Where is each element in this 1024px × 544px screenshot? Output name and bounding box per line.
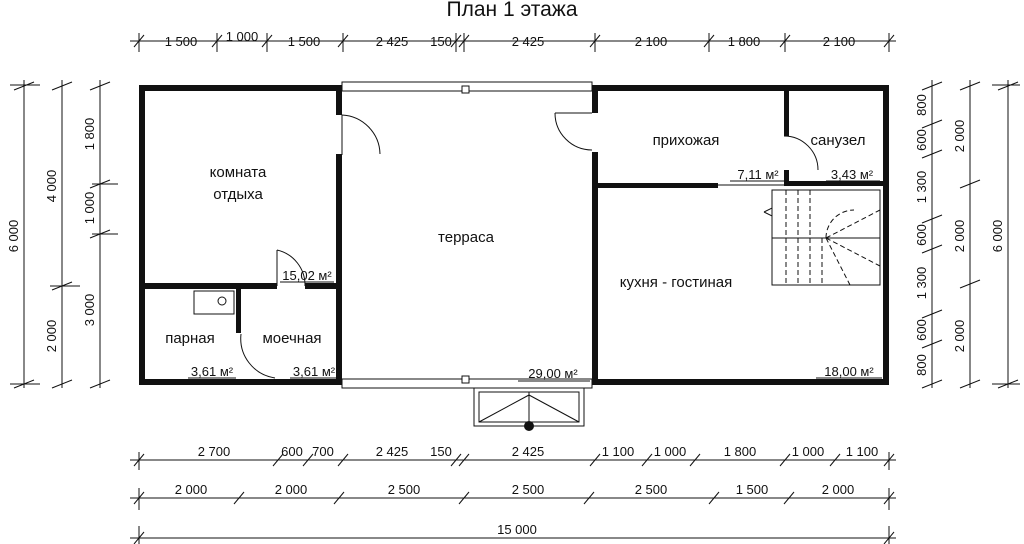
dim-bottom2-1: 2 000 [175, 482, 208, 497]
right-dimension-chains: 800 600 1 300 600 1 300 600 800 2 000 2 … [914, 80, 1020, 389]
dim-bottom2-4: 2 500 [512, 482, 545, 497]
room-label-wc: санузел [811, 132, 866, 149]
dim-right-inner-6: 600 [914, 319, 929, 341]
top-dimension-extensions [138, 33, 890, 52]
area-terrace: 29,00 м² [528, 366, 578, 381]
dim-right-mid-1: 2 000 [952, 120, 967, 153]
room-label-rest-2: отдыха [213, 186, 263, 203]
dim-top-5: 150 [430, 34, 452, 49]
area-wash: 3,61 м² [293, 364, 336, 379]
dim-right-inner-2: 600 [914, 129, 929, 151]
dim-bottom1-6: 2 425 [512, 444, 545, 459]
dim-bottom1-7: 1 100 [602, 444, 635, 459]
dim-right-inner-1: 800 [914, 94, 929, 116]
dim-bottom1-11: 1 100 [846, 444, 879, 459]
room-label-terrace: терраса [438, 229, 495, 246]
room-labels: комната отдыха парная моечная терраса пр… [165, 132, 865, 347]
dim-right-outer: 6 000 [990, 220, 1005, 253]
room-label-wash: моечная [262, 330, 321, 347]
entrance-porch [473, 387, 585, 431]
dim-bottom2-3: 2 500 [388, 482, 421, 497]
dim-left-inner-2: 1 000 [82, 192, 97, 225]
sauna-stove [193, 290, 235, 315]
room-label-steam: парная [165, 330, 215, 347]
dim-top-1: 1 500 [165, 34, 198, 49]
total-dimension: 15 000 [130, 522, 896, 544]
bottom-dimension-chain-1: 2 700 600 700 2 425 150 2 425 1 100 1 00… [130, 444, 896, 470]
room-label-rest-1: комната [210, 164, 267, 181]
dim-left-outer: 6 000 [6, 220, 21, 253]
dim-bottom1-1: 2 700 [198, 444, 231, 459]
dim-right-inner-3: 1 300 [914, 171, 929, 204]
doors [240, 112, 819, 379]
walls [139, 85, 889, 385]
dim-bottom2-6: 1 500 [736, 482, 769, 497]
dim-bottom1-9: 1 800 [724, 444, 757, 459]
room-label-hall: прихожая [653, 132, 720, 149]
dim-right-mid-2: 2 000 [952, 220, 967, 253]
area-labels: 15,02 м² 3,61 м² 3,61 м² 29,00 м² 7,11 м… [188, 167, 882, 382]
dim-left-mid-1: 4 000 [44, 170, 59, 203]
dim-bottom1-2: 600 [281, 444, 303, 459]
bottom-dimension-chain-2: 2 000 2 000 2 500 2 500 2 500 1 500 2 00… [130, 482, 896, 510]
dim-bottom2-5: 2 500 [635, 482, 668, 497]
terrace-outline [341, 81, 593, 389]
left-dimension-chains: 6 000 4 000 2 000 1 800 1 000 3 000 [6, 80, 118, 389]
room-label-kitchen: кухня - гостиная [620, 274, 732, 291]
dim-left-inner-3: 3 000 [82, 294, 97, 327]
dim-top-3: 1 500 [288, 34, 321, 49]
staircase [763, 189, 881, 286]
dim-bottom1-5: 150 [430, 444, 452, 459]
dim-top-2: 1 000 [226, 29, 259, 44]
area-kitchen: 18,00 м² [824, 364, 874, 379]
dim-top-6: 2 425 [512, 34, 545, 49]
dim-top-7: 2 100 [635, 34, 668, 49]
dim-bottom1-8: 1 000 [654, 444, 687, 459]
plan-title: План 1 этажа [446, 0, 577, 21]
dim-top-8: 1 800 [728, 34, 761, 49]
dim-top-4: 2 425 [376, 34, 409, 49]
area-wc: 3,43 м² [831, 167, 874, 182]
windows [141, 86, 887, 383]
dim-right-mid-3: 2 000 [952, 320, 967, 353]
dim-total: 15 000 [497, 522, 537, 537]
area-steam: 3,61 м² [191, 364, 234, 379]
dim-bottom2-2: 2 000 [275, 482, 308, 497]
dim-right-inner-4: 600 [914, 224, 929, 246]
dim-left-inner-1: 1 800 [82, 118, 97, 151]
dim-right-inner-7: 800 [914, 354, 929, 376]
top-dimension-chain: 1 500 1 000 1 500 2 425 150 2 425 2 100 … [130, 29, 896, 52]
dim-bottom2-7: 2 000 [822, 482, 855, 497]
dim-bottom1-10: 1 000 [792, 444, 825, 459]
dim-right-inner-5: 1 300 [914, 267, 929, 300]
dim-bottom1-3: 700 [312, 444, 334, 459]
area-hall: 7,11 м² [737, 167, 779, 182]
dim-top-9: 2 100 [823, 34, 856, 49]
dim-left-mid-2: 2 000 [44, 320, 59, 353]
dim-bottom1-4: 2 425 [376, 444, 409, 459]
area-rest: 15,02 м² [282, 268, 332, 283]
